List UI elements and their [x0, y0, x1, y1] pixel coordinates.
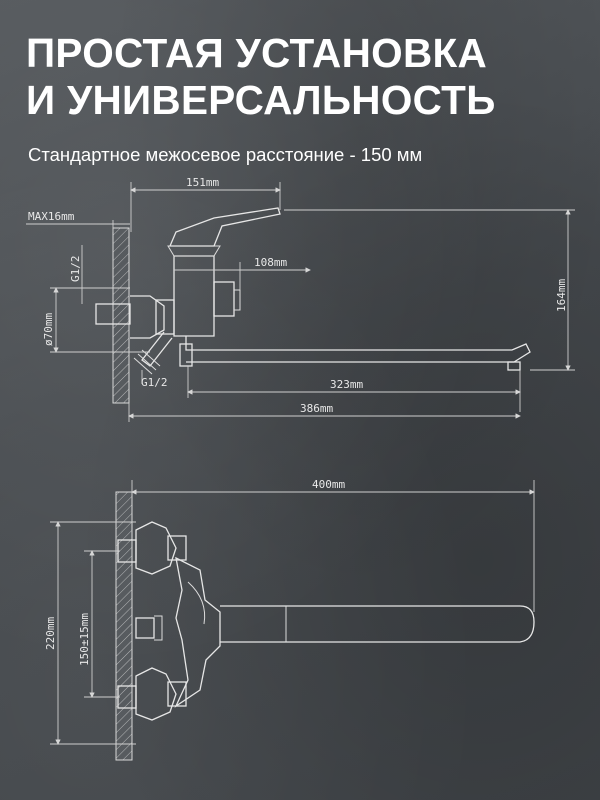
aerator — [507, 361, 521, 371]
upper-eccentric — [135, 521, 177, 575]
mixer-body-front — [174, 556, 221, 708]
spout — [185, 336, 531, 363]
connection-nut — [155, 299, 175, 335]
title-line-2: И УНИВЕРСАЛЬНОСТЬ — [26, 77, 496, 123]
side-view: 151mm MAX16mm G1/2 ø70mm G1/2 108mm 164m… — [26, 176, 575, 422]
flange — [130, 295, 165, 339]
dim-151: 151mm — [186, 176, 219, 189]
cartridge-button — [234, 289, 241, 311]
spout-swivel — [179, 343, 193, 367]
dim-164: 164mm — [555, 279, 568, 312]
top-view: 400mm 220mm 150±15mm — [44, 478, 535, 761]
dim-386: 386mm — [300, 402, 333, 415]
page-subtitle: Стандартное межосевое расстояние - 150 м… — [28, 144, 423, 165]
wall-section-2 — [115, 491, 133, 761]
wall-inlet — [95, 303, 131, 325]
shower-outlet — [141, 331, 173, 367]
dim-323: 323mm — [330, 378, 363, 391]
lever-front-edge — [187, 581, 206, 625]
dim-g12-top: G1/2 — [69, 256, 82, 283]
wall-section — [112, 227, 130, 404]
dim-220: 220mm — [44, 617, 57, 650]
dim-g12-bottom: G1/2 — [141, 376, 168, 389]
lever-handle — [169, 207, 281, 247]
upper-nut — [167, 535, 187, 561]
center-outlet-thread — [154, 615, 163, 641]
page-title: ПРОСТАЯ УСТАНОВКА И УНИВЕРСАЛЬНОСТЬ — [26, 30, 496, 124]
cartridge-cap — [213, 281, 235, 317]
outlet-thread — [133, 349, 161, 375]
title-line-1: ПРОСТАЯ УСТАНОВКА — [26, 30, 488, 76]
body-collar — [167, 245, 221, 257]
dim-400: 400mm — [312, 478, 345, 491]
dim-108: 108mm — [254, 256, 287, 269]
dim-max16: MAX16mm — [28, 210, 75, 223]
dim-150: 150±15mm — [78, 613, 91, 666]
lower-eccentric — [135, 667, 177, 721]
center-outlet — [135, 617, 155, 639]
spout-front — [220, 605, 535, 643]
mixer-body — [173, 255, 215, 337]
dim-d70: ø70mm — [42, 313, 55, 346]
